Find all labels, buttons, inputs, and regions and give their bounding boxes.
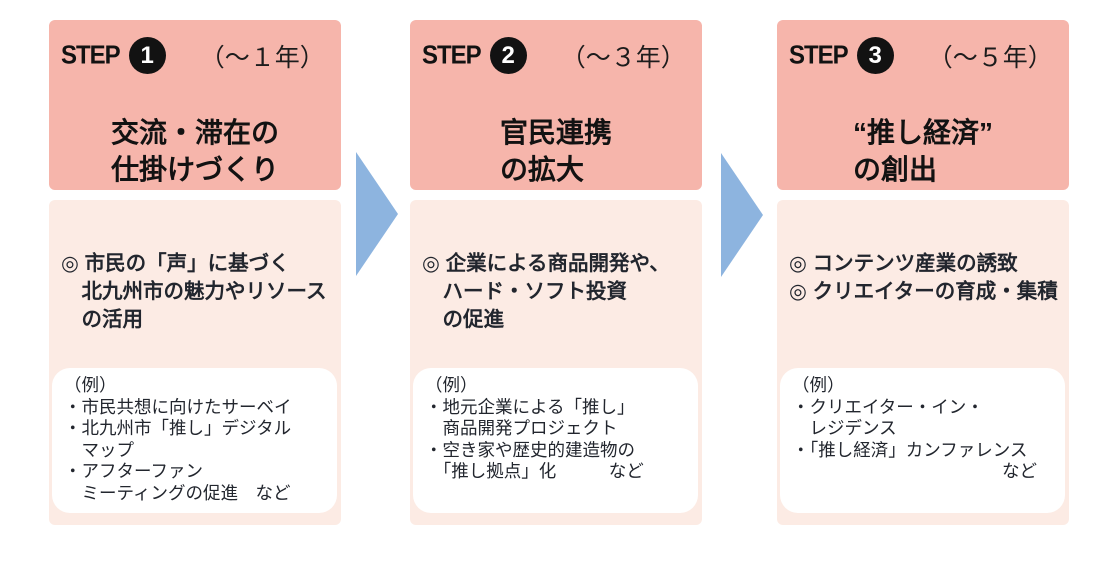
step-3-label-row: STEP 3 （～５年）: [777, 20, 1069, 74]
text-line: ・空き家や歴史的建造物の: [425, 439, 635, 460]
step-label: STEP: [789, 40, 849, 70]
text-line: ・「推し経済」カンファレンス: [792, 439, 1028, 460]
text-line: （例）: [425, 375, 478, 395]
step-title: “推し経済” の創出: [853, 114, 993, 188]
text-line: 仕掛けづくり: [110, 154, 280, 185]
text-line: ◎ クリエイターの育成・集積: [789, 280, 1058, 303]
step-label: STEP: [422, 40, 482, 70]
step-number-badge: 3: [856, 37, 894, 74]
step-card-2: STEP 2 （～３年） 官民連携の拡大 ◎ 企業による商品開発や、 ハード・ソ…: [410, 0, 702, 564]
step-label: STEP: [61, 40, 121, 70]
step-2-label-row: STEP 2 （～３年）: [410, 20, 702, 74]
text-line: の拡大: [499, 154, 585, 185]
step-duration: （～３年）: [560, 43, 686, 72]
text-line: の創出: [852, 154, 938, 185]
step-3-body: ◎ コンテンツ産業の誘致 ◎ クリエイターの育成・集積 （例）・クリエイター・イン…: [777, 200, 1069, 525]
step-number-badge: 2: [489, 37, 527, 74]
step-duration: （～５年）: [927, 43, 1053, 72]
arrow-right-icon: [356, 152, 398, 276]
text-line: レジデンス: [792, 418, 897, 439]
step-card-3: STEP 3 （～５年） “推し経済” の創出 ◎ コンテンツ産業の誘致 ◎ クリエ…: [777, 0, 1069, 564]
arrow-right-icon: [721, 153, 763, 277]
text-line: 官民連携: [499, 117, 613, 148]
text-line: ・クリエイター・イン・: [792, 396, 984, 417]
text-line: ミーティングの促進 など: [64, 482, 291, 503]
text-line: ◎ 企業による商品開発や、: [422, 252, 670, 275]
step-points: ◎ 市民の「声」に基づく 北九州市の魅力やリソース の活用: [49, 250, 341, 334]
text-line: ・北九州市「推し」デジタル: [64, 418, 292, 439]
example-box: （例）・市民共想に向けたサーベイ・北九州市「推し」デジタル マップ・アフターファ…: [52, 368, 337, 513]
step-2-body: ◎ 企業による商品開発や、 ハード・ソフト投資 の促進 （例）・地元企業による「…: [410, 200, 702, 525]
text-line: 交流・滞在の: [110, 117, 280, 148]
step-points: ◎ コンテンツ産業の誘致 ◎ クリエイターの育成・集積: [777, 250, 1069, 306]
text-line: ◎ コンテンツ産業の誘致: [789, 252, 1018, 275]
text-line: ・市民共想に向けたサーベイ: [64, 396, 292, 417]
text-line: など: [792, 461, 1037, 482]
step-3-header: STEP 3 （～５年） “推し経済” の創出: [777, 20, 1069, 190]
step-points: ◎ 企業による商品開発や、 ハード・ソフト投資 の促進: [410, 250, 702, 334]
text-line: （例）: [792, 375, 845, 395]
step-1-label-row: STEP 1 （～１年）: [49, 20, 341, 74]
text-line: “推し経済”: [852, 117, 994, 148]
step-1-header: STEP 1 （～１年） 交流・滞在の仕掛けづくり: [49, 20, 341, 190]
example-box: （例）・クリエイター・イン・ レジデンス・「推し経済」カンファレンス など: [780, 368, 1065, 513]
text-line: ハード・ソフト投資: [422, 280, 627, 303]
step-title: 交流・滞在の仕掛けづくり: [111, 114, 279, 188]
step-card-1: STEP 1 （～１年） 交流・滞在の仕掛けづくり ◎ 市民の「声」に基づく 北…: [49, 0, 341, 564]
step-2-header: STEP 2 （～３年） 官民連携の拡大: [410, 20, 702, 190]
step-1-body: ◎ 市民の「声」に基づく 北九州市の魅力やリソース の活用 （例）・市民共想に向…: [49, 200, 341, 525]
step-title: 官民連携の拡大: [500, 114, 612, 188]
text-line: （例）: [64, 375, 117, 395]
step-duration: （～１年）: [199, 43, 325, 72]
text-line: 商品開発プロジェクト: [425, 418, 618, 439]
text-line: ・地元企業による「推し」: [425, 396, 635, 417]
example-box: （例）・地元企業による「推し」 商品開発プロジェクト・空き家や歴史的建造物の 「…: [413, 368, 698, 513]
text-line: 「推し拠点」化 など: [425, 461, 644, 482]
step-number-badge: 1: [128, 37, 166, 74]
text-line: ◎ 市民の「声」に基づく: [61, 252, 290, 275]
text-line: の促進: [422, 308, 504, 331]
text-line: マップ: [64, 439, 134, 460]
text-line: の活用: [61, 308, 143, 331]
text-line: ・アフターファン: [64, 461, 203, 482]
text-line: 北九州市の魅力やリソース: [61, 280, 327, 303]
